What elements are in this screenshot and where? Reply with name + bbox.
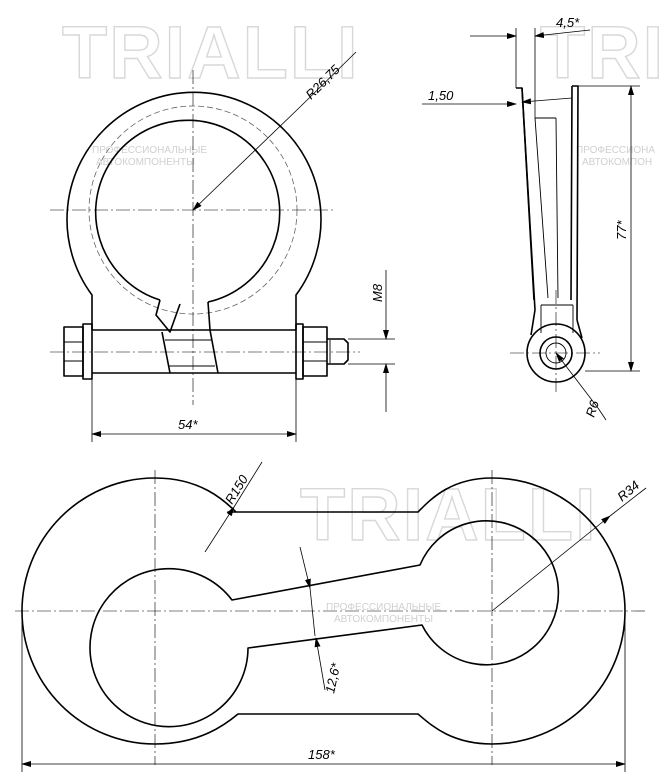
dim-clamp-radius-leader-tail xyxy=(299,51,357,108)
left-bolt-head xyxy=(63,326,84,377)
dim-band-thickness-arrow-right xyxy=(521,97,573,105)
blank-inner-slot xyxy=(89,520,560,728)
dim-height-label: 77* xyxy=(614,220,629,240)
right-washer xyxy=(295,323,304,380)
blank-outer-contour xyxy=(21,477,626,745)
clamp-barrel-outline xyxy=(161,329,219,374)
right-nut xyxy=(302,326,328,377)
watermark-tagline-2-left: АВТОКОМПОНЕНТЫ xyxy=(96,157,195,168)
dim-neck-radius-leader-tail xyxy=(233,461,263,508)
dim-neck-radius-leader xyxy=(204,506,235,553)
watermark-logo-top-right: TRIALLI xyxy=(540,11,664,94)
side-band-inner xyxy=(521,85,573,301)
watermark-tagline-1-right: ПРОФЕССИОНА xyxy=(576,145,655,156)
dim-slot-arrow-bottom xyxy=(314,637,326,691)
dim-neck-radius-label: R150 xyxy=(222,472,252,507)
dim-slot-arrow-top xyxy=(299,546,311,589)
dim-eye-radius-leader xyxy=(555,352,599,409)
watermark-tagline-2-right: АВТОКОМПОН xyxy=(582,157,652,168)
dim-band-thickness-label: 1,50 xyxy=(428,88,454,103)
dim-width-label: 54* xyxy=(178,417,198,432)
side-view: 4,5* 1,50 77* R6 xyxy=(422,15,640,421)
dim-length-label: 158* xyxy=(308,747,336,762)
side-eye-neck xyxy=(530,309,583,339)
dim-outer-radius-leader xyxy=(491,515,611,612)
clamp-right-leg-inner xyxy=(207,301,211,331)
watermark-tagline-2-center: АВТОКОМПОНЕНТЫ xyxy=(334,614,433,625)
dim-eye-radius-label: R6 xyxy=(583,398,603,419)
dim-eye-radius-leader-tail xyxy=(597,407,607,421)
watermark-tagline-1-left: ПРОФЕССИОНАЛЬНЫЕ xyxy=(92,145,207,156)
watermark-logo-top-left: TRIALLI xyxy=(62,11,360,94)
dim-band-width-arrow-right xyxy=(534,29,591,39)
watermark-tagline-1-center: ПРОФЕССИОНАЛЬНЫЕ xyxy=(326,602,441,613)
dim-outer-radius-label: R34 xyxy=(614,477,642,504)
clamp-inner-outline xyxy=(94,119,281,303)
dim-thread-label: M8 xyxy=(370,283,385,302)
dim-slot-label: 12,6* xyxy=(322,661,343,695)
side-eye-neck-inner xyxy=(540,304,574,333)
clamp-outer-outline xyxy=(66,91,322,330)
bolt-threaded-end xyxy=(327,338,349,365)
watermark-logo-center: TRIALLI xyxy=(300,473,598,556)
clamp-left-leg-inner xyxy=(155,299,181,333)
dim-slot-line xyxy=(309,587,316,637)
watermark-group: TRIALLI TRIALLI TRIALLI ПРОФЕССИОНАЛЬНЫЕ… xyxy=(61,10,664,625)
side-band-inner-2 xyxy=(534,117,559,299)
dim-band-width-label: 4,5* xyxy=(556,15,580,30)
front-view: R26,75 M8 54* xyxy=(50,51,395,442)
left-washer xyxy=(82,323,93,380)
dim-clamp-radius-leader xyxy=(192,106,301,211)
dim-outer-radius-leader-tail xyxy=(609,487,647,517)
